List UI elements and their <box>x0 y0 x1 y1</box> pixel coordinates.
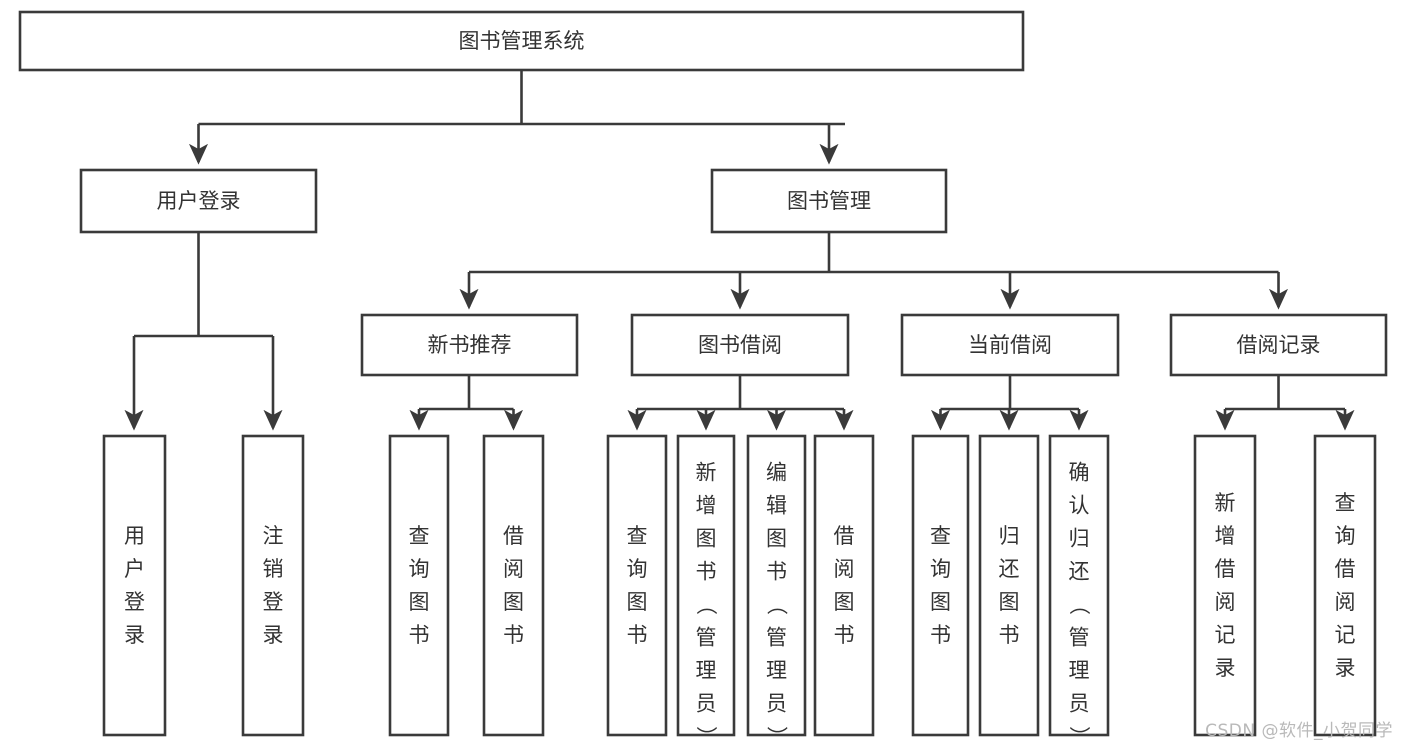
connector-group-book-borrow-to-leaves <box>627 375 854 431</box>
node-leaf-query-record-box[interactable] <box>1313 434 1377 737</box>
connector-group-borrow-record-to-leaves <box>1215 375 1355 431</box>
node-leaf-query-record[interactable]: 查询借阅记录 <box>1313 434 1377 737</box>
node-leaf-query-book-3[interactable]: 查询图书 <box>911 434 970 737</box>
node-book-manage-box[interactable] <box>710 168 948 234</box>
node-leaf-edit-book-label: 编辑图书管理员 <box>766 461 787 716</box>
node-book-manage-label: 图书管理 <box>787 189 871 213</box>
node-leaf-query-book-2-box[interactable] <box>606 434 668 737</box>
node-leaf-user-login[interactable]: 用户登录 <box>102 434 167 737</box>
connector-group-user-login-to-leaves <box>124 232 283 431</box>
node-leaf-add-book-label: 新增图书管理员 <box>696 461 717 716</box>
node-user-login-box[interactable] <box>79 168 318 234</box>
connector-group-root-to-level2 <box>188 70 845 165</box>
node-leaf-logout-box[interactable] <box>241 434 305 737</box>
node-leaf-add-book[interactable]: 新增图书管理员 （ ） <box>676 434 736 747</box>
node-borrow-record[interactable]: 借阅记录 <box>1169 313 1388 377</box>
node-current-borrow-box[interactable] <box>900 313 1120 377</box>
node-leaf-query-book-1-box[interactable] <box>388 434 450 737</box>
node-leaf-return-book-label: 归还图书 <box>999 524 1020 647</box>
vertical-char: （ <box>694 594 718 615</box>
csdn-watermark: CSDN @软件_小贺同学 <box>1205 721 1393 741</box>
node-book-borrow-box[interactable] <box>630 313 850 377</box>
node-leaf-add-record-box[interactable] <box>1193 434 1257 737</box>
node-book-borrow-label: 图书借阅 <box>698 333 782 357</box>
node-leaf-user-login-label: 用户登录 <box>124 524 145 647</box>
node-leaf-add-record[interactable]: 新增借阅记录 <box>1193 434 1257 737</box>
node-leaf-query-book-3-box[interactable] <box>911 434 970 737</box>
node-leaf-borrow-book-1-label: 借阅图书 <box>503 524 524 647</box>
connector-group-book-manage-to-level3 <box>459 232 1289 310</box>
vertical-char: （ <box>1067 594 1091 615</box>
node-new-book-recommend[interactable]: 新书推荐 <box>360 313 579 377</box>
node-leaf-borrow-book-1-box[interactable] <box>482 434 545 737</box>
node-current-borrow[interactable]: 当前借阅 <box>900 313 1120 377</box>
node-root[interactable]: 图书管理系统 <box>18 10 1025 72</box>
node-leaf-add-book-box[interactable] <box>676 434 736 737</box>
node-book-borrow[interactable]: 图书借阅 <box>630 313 850 377</box>
node-leaf-borrow-book-2-label: 借阅图书 <box>834 524 855 647</box>
vertical-char: （ <box>765 594 789 615</box>
node-leaf-confirm-return-label: 确认归还管理员 <box>1069 461 1090 716</box>
node-leaf-edit-book[interactable]: 编辑图书管理员 （ ） <box>746 434 807 747</box>
connector-group-current-borrow-to-leaves <box>930 375 1089 431</box>
node-leaf-edit-book-box[interactable] <box>746 434 807 737</box>
vertical-char: ） <box>765 726 789 747</box>
node-current-borrow-label: 当前借阅 <box>968 333 1052 357</box>
node-leaf-borrow-book-2-box[interactable] <box>813 434 875 737</box>
vertical-char: ） <box>694 726 718 747</box>
node-leaf-query-book-2[interactable]: 查询图书 <box>606 434 668 737</box>
connector-group-new-book-recommend-to-leaves <box>409 375 524 431</box>
node-leaf-borrow-book-1[interactable]: 借阅图书 <box>482 434 545 737</box>
node-borrow-record-box[interactable] <box>1169 313 1388 377</box>
node-book-manage[interactable]: 图书管理 <box>710 168 948 234</box>
node-leaf-confirm-return[interactable]: 确认归还管理员 （ ） <box>1048 434 1110 747</box>
node-leaf-logout[interactable]: 注销登录 <box>241 434 305 737</box>
node-leaf-return-book[interactable]: 归还图书 <box>978 434 1040 737</box>
node-root-label: 图书管理系统 <box>459 29 585 53</box>
node-user-login[interactable]: 用户登录 <box>79 168 318 234</box>
node-leaf-borrow-book-2[interactable]: 借阅图书 <box>813 434 875 737</box>
node-borrow-record-label: 借阅记录 <box>1237 333 1321 357</box>
node-user-login-label: 用户登录 <box>157 189 241 213</box>
node-new-book-recommend-box[interactable] <box>360 313 579 377</box>
node-leaf-logout-label: 注销登录 <box>263 524 284 647</box>
node-root-box[interactable] <box>18 10 1025 72</box>
node-leaf-query-book-2-label: 查询图书 <box>627 524 648 647</box>
node-leaf-query-record-label: 查询借阅记录 <box>1335 491 1356 680</box>
node-leaf-query-book-1-label: 查询图书 <box>409 524 430 647</box>
node-leaf-query-book-3-label: 查询图书 <box>930 524 951 647</box>
node-leaf-confirm-return-box[interactable] <box>1048 434 1110 737</box>
node-leaf-return-book-box[interactable] <box>978 434 1040 737</box>
node-leaf-add-record-label: 新增借阅记录 <box>1215 491 1236 680</box>
vertical-char: ） <box>1067 726 1091 747</box>
node-leaf-user-login-box[interactable] <box>102 434 167 737</box>
node-new-book-recommend-label: 新书推荐 <box>428 333 512 357</box>
node-leaf-query-book-1[interactable]: 查询图书 <box>388 434 450 737</box>
